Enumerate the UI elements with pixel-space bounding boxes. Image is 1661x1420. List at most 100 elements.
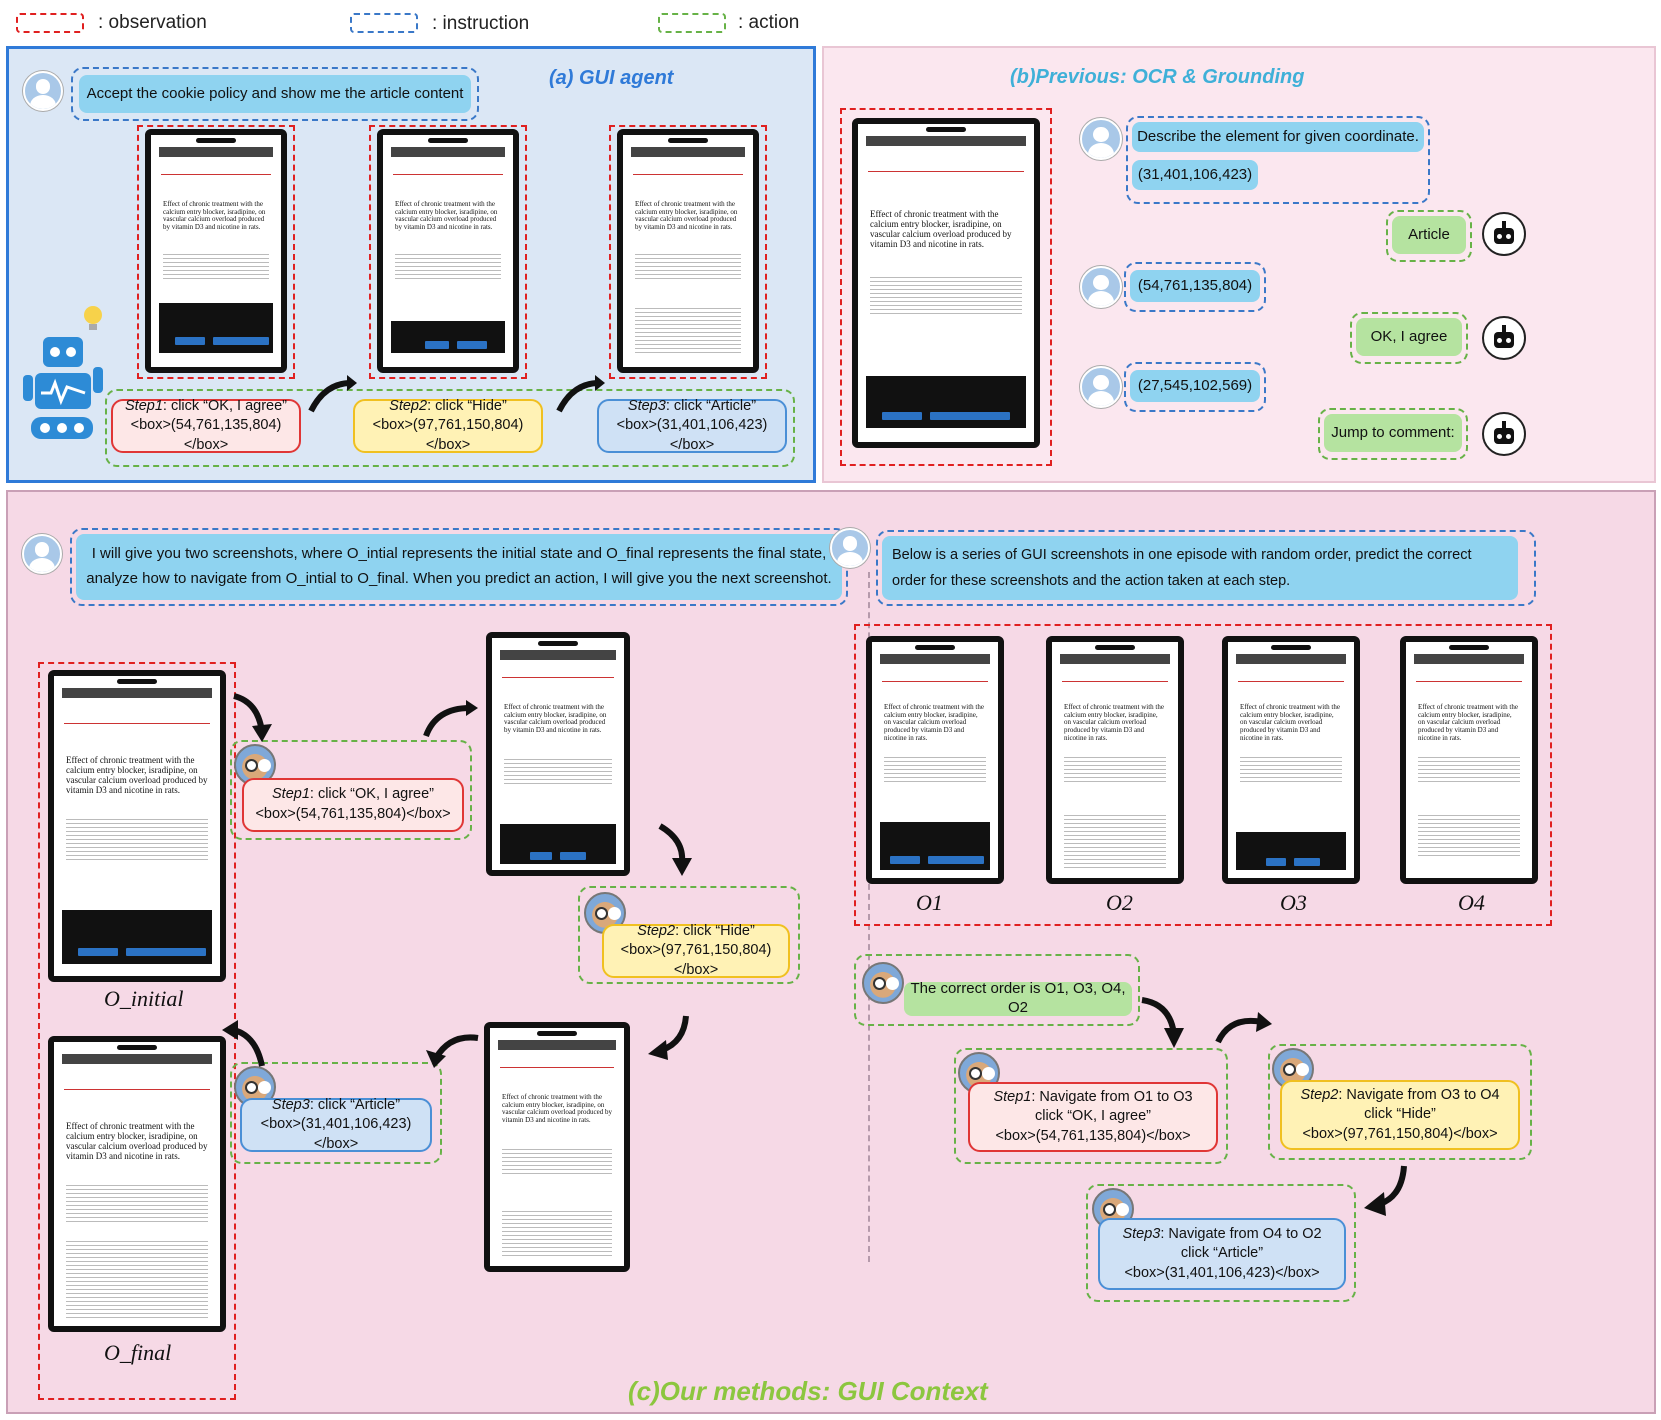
panel-c-title: (c)Our methods: GUI Context: [628, 1376, 988, 1406]
panel-gui-context: I will give you two screenshots, where O…: [6, 490, 1656, 1414]
robot-icon: [1482, 212, 1526, 256]
user-avatar: [22, 534, 62, 574]
step3-box: <box>(31,401,106,423)</box>: [616, 417, 768, 453]
answer-frame-2: [1350, 312, 1468, 364]
owl-agent-icon: [584, 892, 626, 934]
left-step3-label: Step3: [271, 1096, 310, 1113]
legend-action-swatch: [658, 13, 726, 33]
right-step1-label: Step1: [993, 1088, 1032, 1105]
o1-label: O1: [916, 890, 943, 915]
observations-frame: [854, 624, 1552, 926]
legend-instruction-swatch: [350, 13, 418, 33]
right-step2-label: Step2: [1300, 1086, 1339, 1103]
answer-bubble-3: Jump to comment:: [1324, 414, 1462, 452]
o2-label: O2: [1106, 890, 1133, 915]
robot-icon: [1482, 316, 1526, 360]
query-frame-1: [1126, 116, 1430, 204]
left-step2-frame: [578, 886, 800, 984]
phone-o4: Effect of chronic treatment with the cal…: [1400, 636, 1538, 884]
right-step1-box: <box>(54,761,135,804)</box>: [995, 1127, 1191, 1144]
left-step2-action: : click “Hide”: [675, 922, 755, 939]
panel-b-title: (b)Previous: OCR & Grounding: [1010, 66, 1305, 88]
legend-observation-swatch: [16, 13, 84, 33]
arrow-icon: [423, 700, 478, 738]
user-avatar: [23, 71, 63, 111]
right-step2-action: click “Hide”: [1364, 1106, 1436, 1123]
left-step1-card: Step1: click “OK, I agree” <box>(54,761,…: [242, 778, 464, 832]
query-frame-2: [1124, 262, 1266, 312]
legend-instruction-label: : instruction: [432, 13, 530, 34]
phone-o3: Effect of chronic treatment with the cal…: [1222, 636, 1360, 884]
o-initial-label: O_initial: [104, 986, 184, 1011]
step2-action: : click “Hide”: [427, 397, 507, 414]
robot-agent-icon: [23, 306, 103, 439]
user-avatar: [1080, 266, 1122, 308]
divider: [868, 572, 870, 1262]
left-instruction-line-1: I will give you two screenshots, where O…: [91, 545, 827, 563]
arrow-icon: [308, 375, 357, 413]
right-instruction-frame: [876, 530, 1536, 606]
legend-observation-label: : observation: [98, 12, 207, 33]
arrow-icon: [556, 375, 605, 413]
arrow-icon: [1141, 997, 1184, 1048]
panel-ocr-grounding: (b)Previous: OCR & Grounding Effect of c…: [822, 46, 1656, 483]
instruction-bubble: Accept the cookie policy and show me the…: [79, 75, 471, 113]
right-step3-card: Step3: Navigate from O4 to O2 click “Art…: [1098, 1218, 1346, 1290]
phone-screenshot: Effect of chronic treatment with the cal…: [852, 118, 1040, 448]
arrow-icon: [658, 823, 692, 876]
step1-box: <box>(54,761,135,804)</box>: [130, 417, 282, 453]
left-instruction-bubble: I will give you two screenshots, where O…: [76, 534, 842, 600]
right-instruction-line-1: Below is a series of GUI screenshots in …: [892, 546, 1472, 563]
step3-card: Step3: click “Article” <box>(31,401,106,…: [597, 397, 787, 453]
observation-frame-2: [369, 125, 527, 379]
left-step3-action: : click “Article”: [309, 1096, 401, 1113]
arrow-icon: [648, 1015, 689, 1060]
left-step1-action: : click “OK, I agree”: [309, 786, 434, 803]
left-step1-label: Step1: [272, 786, 310, 803]
right-instruction-bubble: Below is a series of GUI screenshots in …: [882, 536, 1518, 600]
right-step2-nav: : Navigate from O3 to O4: [1338, 1086, 1500, 1103]
right-step2-frame: [1268, 1044, 1532, 1160]
phone-initial: Effect of chronic treatment with the cal…: [48, 670, 226, 982]
arrow-icon: [426, 1034, 479, 1068]
user-avatar: [1080, 366, 1122, 408]
instruction-frame: [71, 67, 479, 121]
left-step3-frame: [230, 1062, 442, 1164]
panel-a-title: (a) GUI agent: [549, 67, 674, 89]
arrow-icon: [1364, 1165, 1407, 1216]
left-step3-card: Step3: click “Article” <box>(31,401,106,…: [240, 1096, 432, 1152]
step2-card: Step2: click “Hide” <box>(97,761,150,804…: [353, 397, 543, 453]
phone-step-2: Effect of chronic treatment with the cal…: [486, 632, 630, 876]
step3-label: Step3: [627, 397, 666, 414]
phone-o2: Effect of chronic treatment with the cal…: [1046, 636, 1184, 884]
query-frame-3: [1124, 362, 1266, 412]
left-instruction-line-2: analyze how to navigate from O_intial to…: [86, 570, 832, 587]
answer-bubble-1: Article: [1392, 216, 1466, 254]
phone-step-3: Effect of chronic treatment with the cal…: [484, 1022, 630, 1272]
answer-frame-3: [1318, 408, 1468, 460]
left-step2-label: Step2: [637, 922, 676, 939]
o-final-label: O_final: [104, 1340, 172, 1365]
coord-bubble-1: (31,401,106,423): [1132, 160, 1258, 190]
right-step3-action: click “Article”: [1180, 1245, 1264, 1262]
phone-screenshot-1: Effect of chronic treatment with the cal…: [145, 129, 287, 373]
step3-action: : click “Article”: [665, 397, 757, 414]
left-step1-box: <box>(54,761,135,804)</box>: [255, 806, 451, 822]
robot-icon: [1482, 412, 1526, 456]
order-bubble: The correct order is O1, O3, O4, O2: [904, 980, 1132, 1016]
coord-bubble-3: (27,545,102,569): [1130, 370, 1260, 402]
phone-screenshot-2: Effect of chronic treatment with the cal…: [377, 129, 519, 373]
answer-bubble-2: OK, I agree: [1356, 318, 1462, 356]
arrow-icon: [1215, 1012, 1272, 1044]
panel-gui-agent: Accept the cookie policy and show me the…: [6, 46, 816, 483]
user-avatar: [1080, 118, 1122, 160]
right-step2-box: <box>(97,761,150,804)</box>: [1302, 1125, 1498, 1142]
step1-card: Step1: click “OK, I agree” <box>(54,761,…: [111, 398, 301, 453]
query-bubble-1: Describe the element for given coordinat…: [1132, 122, 1424, 152]
phone-final: Effect of chronic treatment with the cal…: [48, 1036, 226, 1332]
left-step2-box: <box>(97,761,150,804)</box>: [620, 942, 772, 978]
left-step2-card: Step2: click “Hide” <box>(97,761,150,804…: [602, 922, 790, 978]
legend-action-label: : action: [738, 12, 800, 33]
o4-label: O4: [1458, 890, 1485, 915]
right-step3-frame: [1086, 1184, 1356, 1302]
